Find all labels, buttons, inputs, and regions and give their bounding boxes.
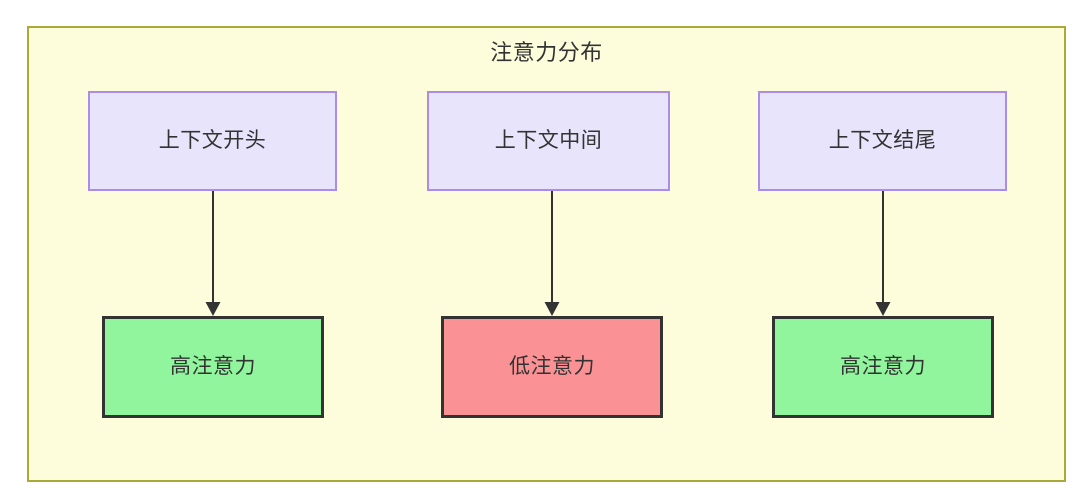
node-label: 上下文开头 [158, 129, 267, 152]
node-context-end[interactable]: 上下文结尾 [758, 91, 1007, 191]
node-context-middle[interactable]: 上下文中间 [427, 91, 670, 191]
node-attention-high-end[interactable]: 高注意力 [772, 316, 994, 418]
node-label: 上下文中间 [494, 129, 603, 152]
node-label: 高注意力 [840, 355, 926, 378]
node-attention-high-start[interactable]: 高注意力 [102, 316, 324, 418]
node-context-start[interactable]: 上下文开头 [88, 91, 337, 191]
node-label: 低注意力 [509, 355, 595, 378]
diagram-title: 注意力分布 [490, 40, 603, 65]
node-label: 上下文结尾 [828, 129, 937, 152]
node-label: 高注意力 [170, 355, 256, 378]
node-attention-low-middle[interactable]: 低注意力 [441, 316, 663, 418]
